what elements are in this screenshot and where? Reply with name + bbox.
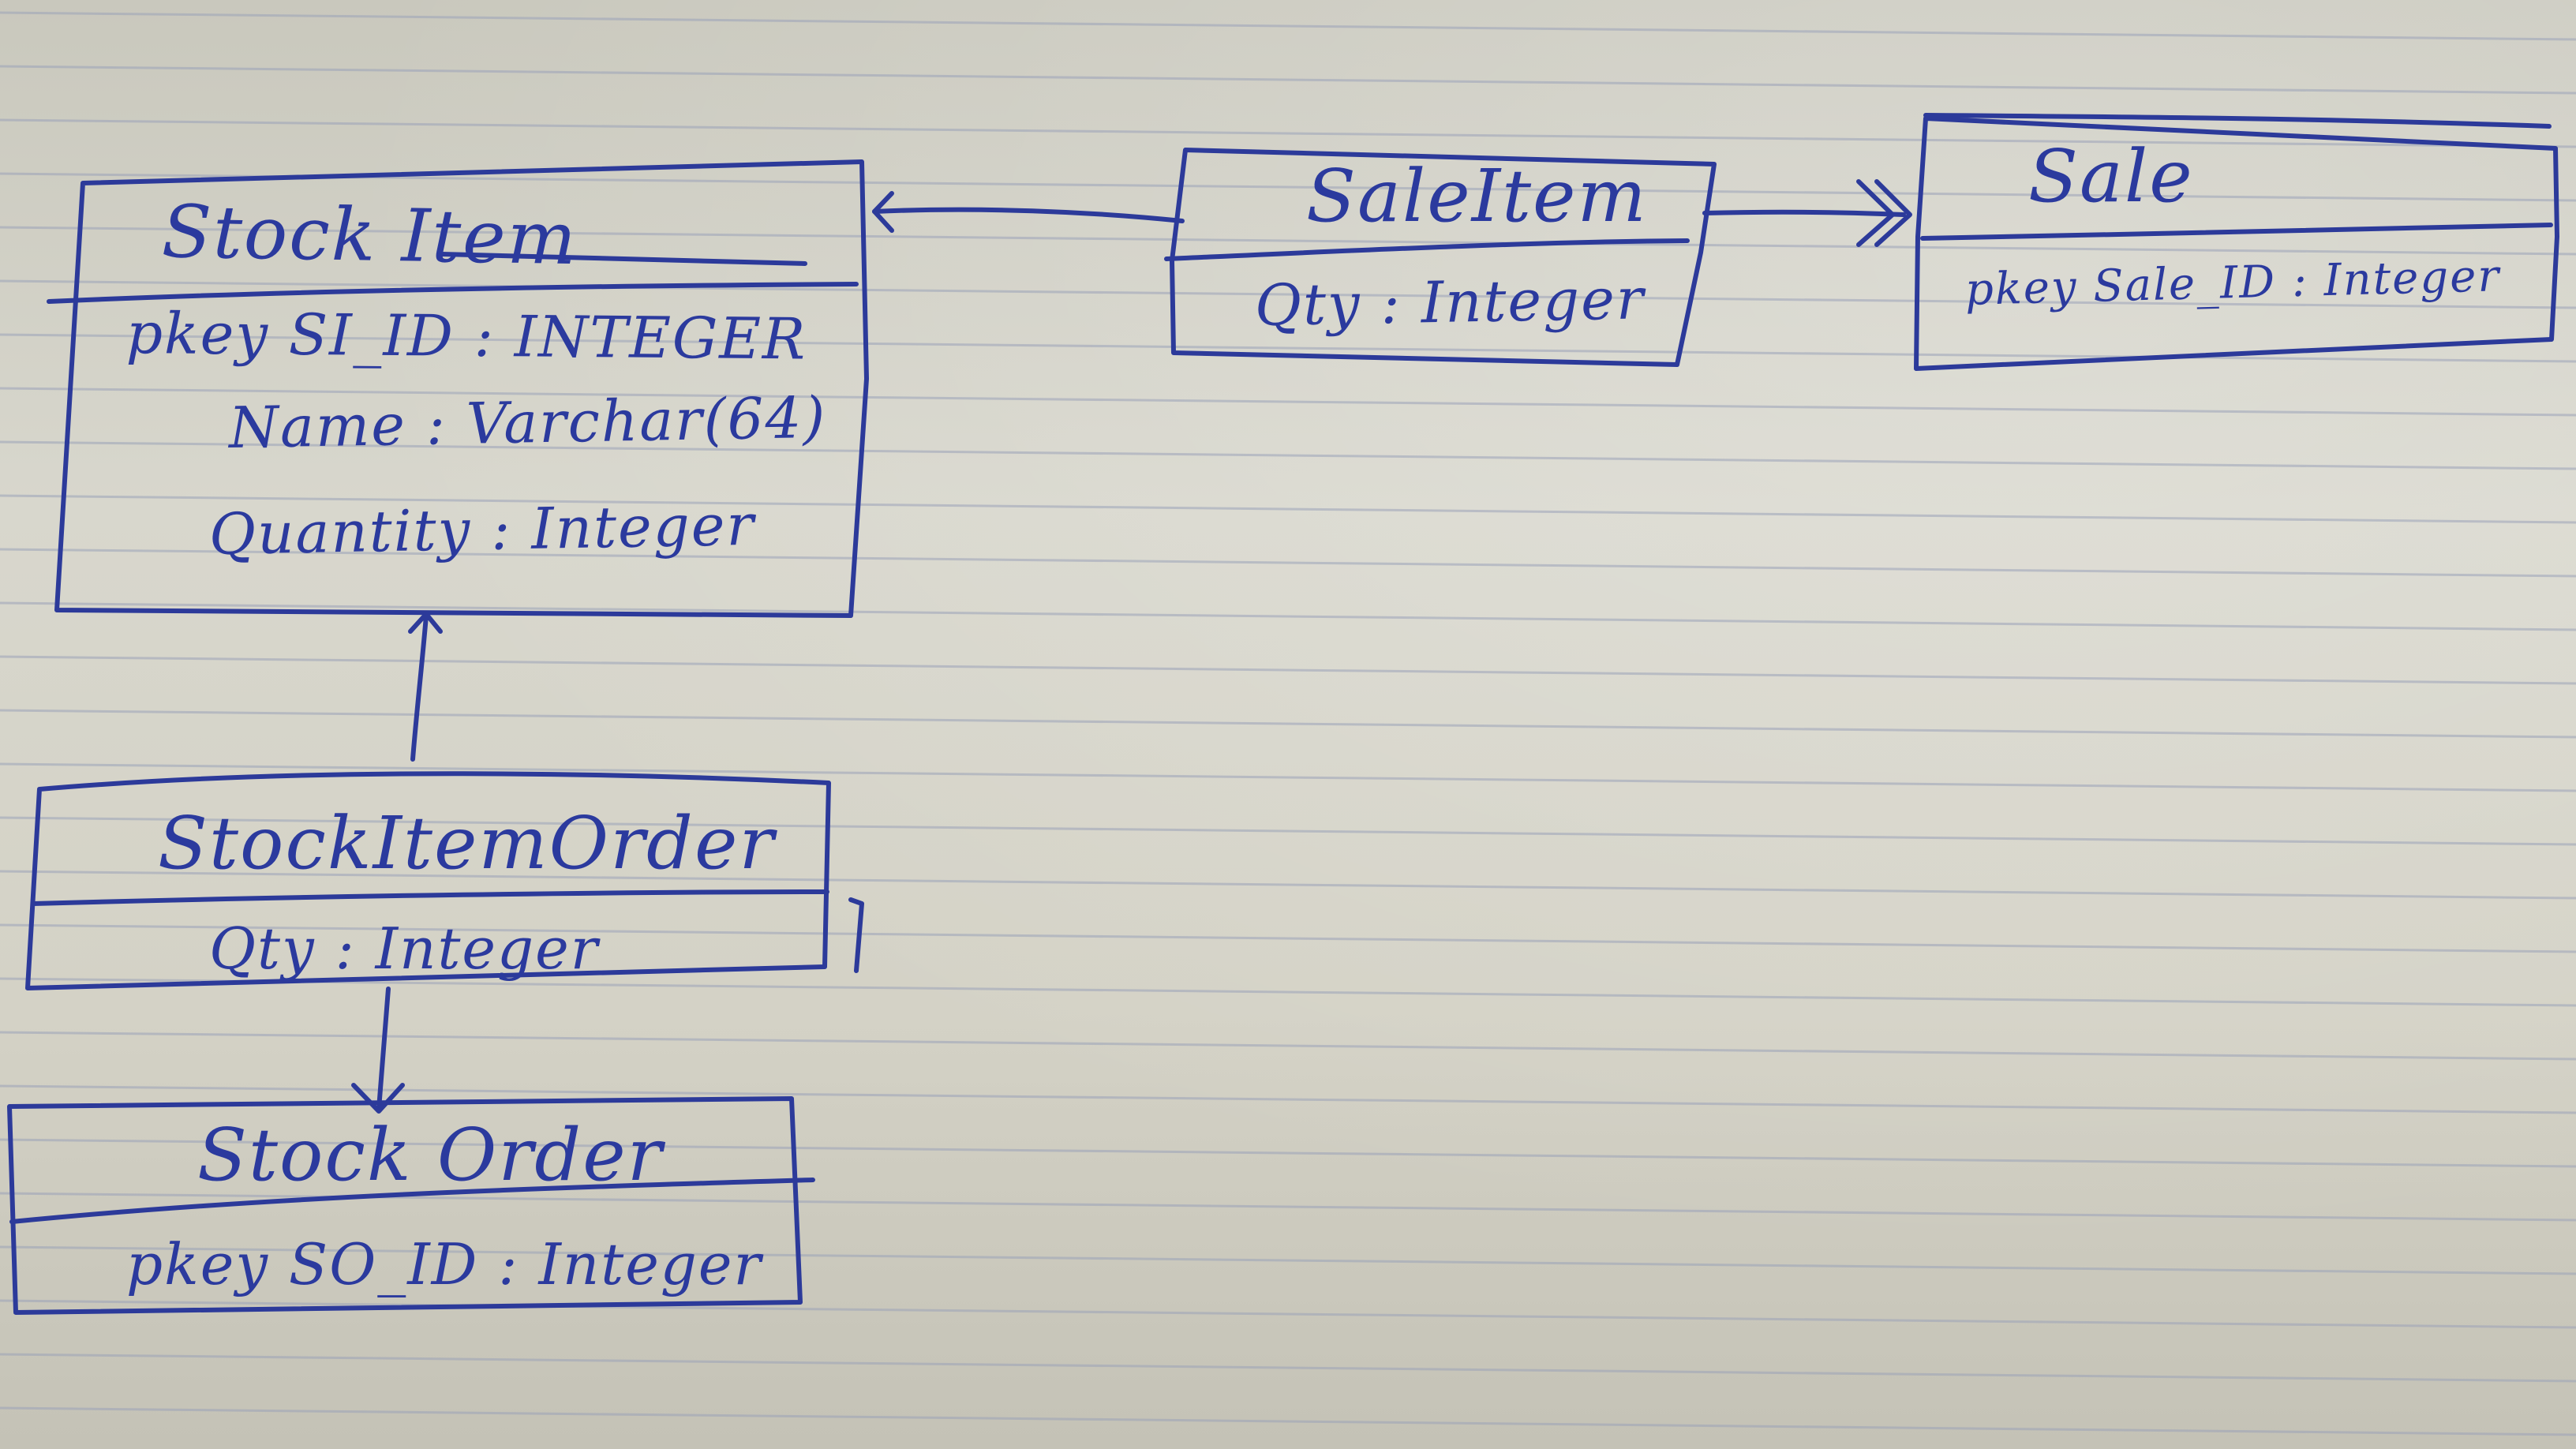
stock-order-attr-pkey: pkey SO_ID : Integer (126, 1231, 762, 1297)
sale-title: Sale (2028, 134, 2194, 219)
sale-arrowhead-2 (1874, 179, 1912, 247)
sale-item-divider (1164, 238, 1690, 261)
stock-item-order-to-stock-order-line (376, 987, 391, 1111)
sale-box (1914, 116, 2559, 371)
ruled-line (0, 601, 2576, 631)
ruled-line (0, 494, 2576, 524)
ruled-line (0, 440, 2576, 470)
stock-item-order-divider (31, 889, 829, 906)
stock-order-title: Stock Order (197, 1113, 664, 1197)
ruled-line (0, 65, 2576, 95)
ruled-line (0, 1245, 2576, 1275)
stock-item-box (54, 159, 869, 618)
stock-order-divider (9, 1178, 815, 1224)
ruled-line (0, 977, 2576, 1007)
stock-item-title: Stock Item (161, 189, 578, 282)
ruled-line (0, 226, 2576, 256)
stock-item-attr-quantity: Quantity : Integer (208, 491, 756, 567)
ruled-line (0, 870, 2576, 900)
ruled-line (0, 1192, 2576, 1222)
ruled-line (0, 387, 2576, 417)
sale-item-to-stock-item-line (872, 207, 1185, 223)
ruled-line (0, 816, 2576, 846)
stock-item-header-divider (47, 282, 859, 304)
stock-item-order-attr-qty: Qty : Integer (209, 915, 600, 982)
sale-arrowhead-1 (1856, 179, 1895, 247)
sale-item-attr-qty: Qty : Integer (1254, 265, 1646, 339)
sale-item-to-sale-line (1702, 209, 1906, 217)
ruled-line (0, 1138, 2576, 1168)
sale-box-top-stroke (1923, 113, 2552, 129)
stock-item-attr-pkey: pkey SI_ID : INTEGER (125, 300, 807, 373)
stock-item-order-tick (848, 897, 864, 973)
stock-item-up-arrowhead (408, 612, 443, 634)
stock-order-box (7, 1096, 803, 1315)
sale-box-divider (1920, 223, 2553, 241)
stock-item-order-to-stock-item-line (410, 613, 429, 762)
ruled-line (0, 709, 2576, 739)
ruled-line (0, 1353, 2576, 1383)
stock-item-order-box (25, 771, 831, 990)
ruled-line (0, 655, 2576, 685)
sale-item-title: SaleItem (1306, 154, 1648, 238)
ruled-line (0, 923, 2576, 953)
ruled-line (0, 172, 2576, 202)
stock-item-order-title: StockItemOrder (158, 801, 776, 886)
ruled-line (0, 548, 2576, 578)
ruled-line (0, 1031, 2576, 1061)
ruled-line (0, 118, 2576, 148)
stock-order-down-arrowhead (351, 1083, 405, 1114)
ruled-line (0, 762, 2576, 792)
ruled-line (0, 1406, 2576, 1436)
ruled-line (0, 11, 2576, 41)
stock-item-arrowhead (872, 191, 894, 233)
ruled-line (0, 1084, 2576, 1114)
ruled-line (0, 279, 2576, 309)
stock-item-title-underline (440, 252, 807, 266)
stock-item-attr-name: Name : Varchar(64) (228, 384, 828, 461)
